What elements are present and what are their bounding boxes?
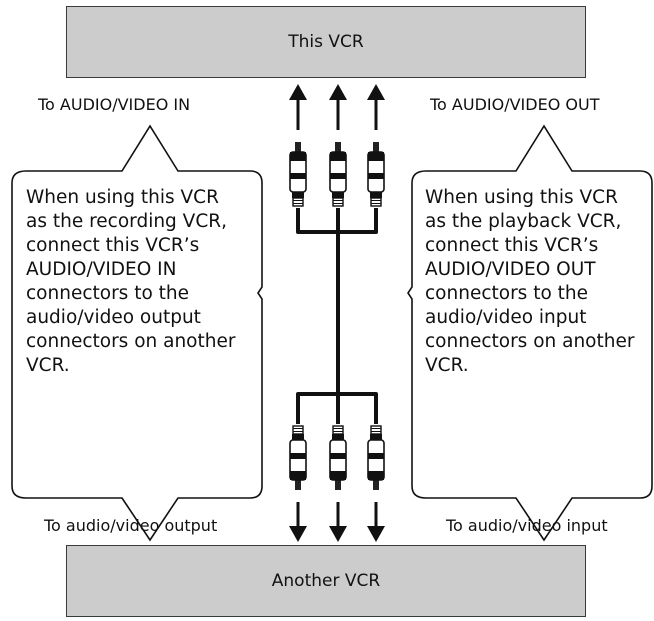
audio-video-output-label: To audio/video output	[44, 516, 218, 535]
another-vcr-box: Another VCR	[66, 545, 586, 617]
playback-note-line: connect this VCR’s	[425, 235, 599, 256]
top-plug-right	[367, 141, 385, 207]
bottom-plug-left	[289, 425, 307, 491]
playback-note-line: audio/video input	[425, 307, 587, 328]
audio-video-in-label: To AUDIO/VIDEO IN	[38, 95, 191, 114]
recording-note-line: connectors on another	[26, 331, 236, 352]
playback-note-bubble	[407, 124, 653, 542]
playback-note-line: connectors to the	[425, 283, 589, 304]
recording-note-line: connect this VCR’s	[26, 235, 200, 256]
playback-note-line: VCR.	[425, 355, 469, 376]
audio-video-input-label: To audio/video input	[446, 516, 608, 535]
recording-note-line: connectors to the	[26, 283, 190, 304]
playback-note-line: as the playback VCR,	[425, 211, 622, 232]
bottom-plug-right	[367, 425, 385, 491]
this-vcr-box: This VCR	[66, 6, 586, 78]
audio-video-out-label: To AUDIO/VIDEO OUT	[430, 95, 600, 114]
recording-note-line: VCR.	[26, 355, 70, 376]
recording-note-line: as the recording VCR,	[26, 211, 227, 232]
bottom-plug-center	[329, 425, 347, 491]
av-cable	[296, 208, 378, 424]
recording-note-line: AUDIO/VIDEO IN	[26, 259, 177, 280]
top-plug-center	[329, 141, 347, 207]
recording-note-line: audio/video output	[26, 307, 201, 328]
down-arrows	[289, 502, 385, 542]
playback-note-line: When using this VCR	[425, 187, 618, 208]
this-vcr-label: This VCR	[288, 32, 364, 52]
playback-note-line: AUDIO/VIDEO OUT	[425, 259, 596, 280]
top-plug-left	[289, 141, 307, 207]
recording-note-bubble	[11, 124, 263, 542]
up-arrows	[289, 84, 385, 130]
playback-note: When using this VCR as the playback VCR,…	[425, 186, 634, 378]
playback-note-line: connectors on another	[425, 331, 635, 352]
another-vcr-label: Another VCR	[271, 571, 381, 591]
recording-note-line: When using this VCR	[26, 187, 219, 208]
recording-note: When using this VCR as the recording VCR…	[26, 186, 235, 378]
